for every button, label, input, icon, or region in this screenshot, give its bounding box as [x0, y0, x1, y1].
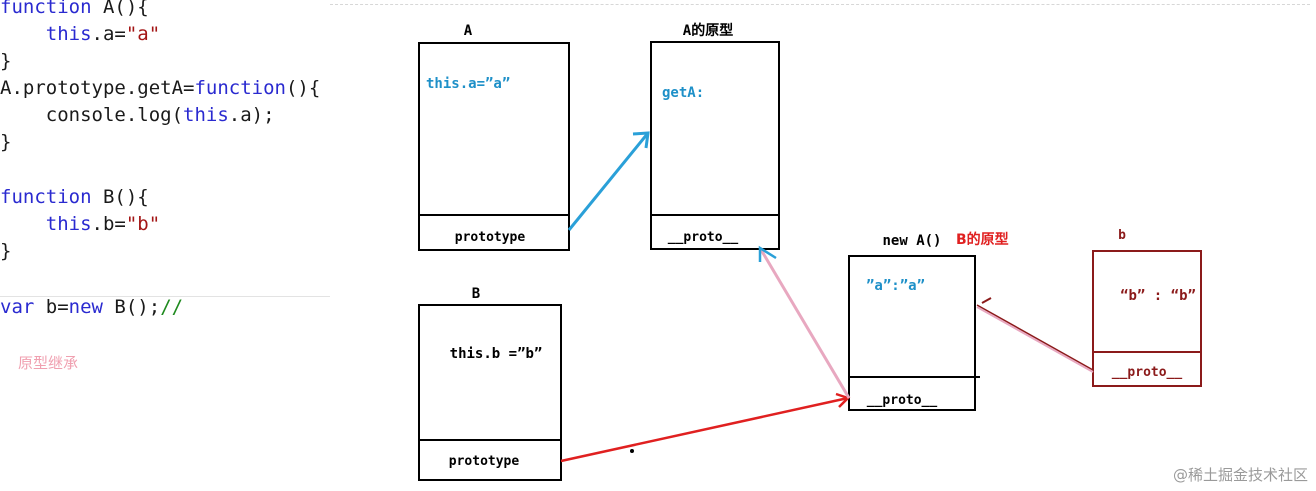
stray-dot: [630, 449, 634, 453]
box-new-a-title: new A(): [882, 233, 941, 249]
box-a-proto-footer: __proto__: [668, 230, 739, 245]
caption: 原型继承: [18, 354, 79, 372]
box-b: B this.b =”b” prototype: [418, 286, 562, 481]
box-new-a-footer: __proto__: [867, 393, 938, 408]
code-text: .a=: [91, 23, 126, 45]
watermark: @稀土掘金技术社区: [1172, 466, 1308, 484]
box-a-proto-title: A的原型: [683, 22, 733, 39]
box-b-footer: prototype: [449, 454, 520, 469]
box-b-instance-content: “b” : “b”: [1120, 288, 1196, 304]
box-a-title: A: [464, 23, 473, 39]
code-text: (){: [285, 77, 321, 99]
box-a-proto-frame: [650, 41, 780, 250]
code-text: console.log(: [0, 104, 184, 126]
box-b-instance: b “b” : “b” __proto__: [1092, 228, 1202, 387]
code-keyword: function: [194, 77, 286, 99]
code-text: .b=: [91, 213, 126, 235]
code-line-10: var b=new B();//: [0, 294, 183, 321]
box-b-instance-footer: __proto__: [1112, 365, 1183, 380]
arrow-new-a-proto-to-a-proto: [758, 245, 851, 399]
box-b-instance-title: b: [1118, 228, 1126, 243]
code-keyword: this: [183, 104, 229, 126]
arrow-pink-head: [758, 245, 777, 262]
arrow-b-instance-to-new-a: [976, 297, 1094, 373]
arrow-a-prototype-to-a-proto: [567, 131, 650, 231]
code-text: A.prototype.getA=: [0, 77, 195, 99]
code-text: b=: [34, 296, 69, 318]
code-text: B(){: [91, 186, 149, 208]
box-b-instance-frame: [1092, 250, 1202, 387]
code-line-3: }: [0, 50, 12, 72]
box-new-a-frame: [848, 255, 976, 411]
box-new-a: new A() B的原型 ”a”:”a” __proto__: [848, 231, 1009, 411]
box-b-frame: [418, 304, 562, 481]
code-line-8: this.b="b": [0, 211, 160, 238]
code-keyword: this: [45, 23, 92, 45]
box-a: A this.a=”a” prototype: [418, 23, 570, 251]
arrow-dark-shadow: [976, 306, 1094, 373]
arrow-dark-head: [981, 297, 992, 304]
arrow-blue-line: [567, 132, 650, 231]
box-a-content: this.a=”a”: [426, 76, 510, 92]
code-line-5: console.log(this.a);: [0, 102, 275, 129]
box-a-proto: A的原型 getA: __proto__: [650, 22, 780, 250]
arrow-blue-head: [632, 131, 650, 149]
code-keyword: new: [68, 296, 103, 318]
code-line-2: this.a="a": [0, 21, 160, 48]
code-keyword: var: [0, 296, 35, 318]
box-b-title: B: [472, 286, 480, 302]
code-text: B();: [102, 296, 161, 318]
box-a-footer: prototype: [455, 230, 526, 245]
code-comment: //: [160, 296, 184, 318]
code-text: A(){: [91, 0, 149, 18]
code-text: .a);: [228, 104, 275, 126]
box-new-a-label-red: B的原型: [956, 231, 1009, 248]
arrow-pink-line: [758, 247, 851, 399]
arrow-b-prototype-to-new-a: [560, 392, 851, 463]
code-keyword: function: [0, 0, 92, 18]
arrow-dark-line: [976, 304, 1094, 371]
code-line-7: function B(){: [0, 184, 149, 211]
box-b-content: this.b =”b”: [450, 346, 543, 362]
code-keyword: this: [45, 213, 92, 235]
code-line-4: A.prototype.getA=function(){: [0, 75, 320, 102]
code-keyword: function: [0, 186, 92, 208]
code-line-6: }: [0, 131, 12, 153]
code-string: "a": [125, 23, 161, 45]
code-line-9: }: [0, 240, 12, 262]
arrow-red-line: [560, 396, 849, 463]
code-string: "b": [125, 213, 161, 235]
code-line-1: function A(){: [0, 0, 149, 21]
code-separator: [0, 296, 330, 297]
box-new-a-content: ”a”:”a”: [866, 278, 925, 294]
box-a-proto-content: getA:: [662, 85, 704, 101]
top-dashed-line: [330, 4, 1310, 5]
box-a-frame: [418, 42, 570, 251]
